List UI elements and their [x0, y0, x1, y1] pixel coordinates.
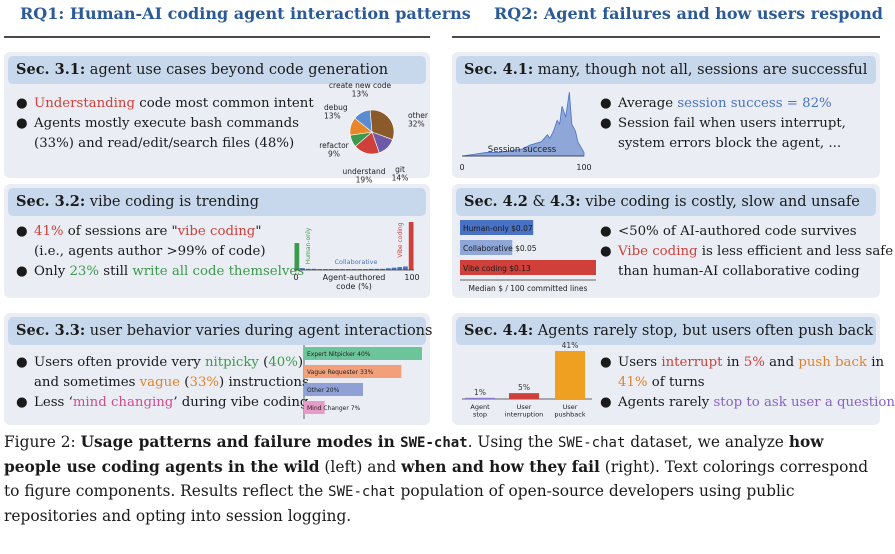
hist-bar: [294, 243, 300, 270]
hist-bar: [357, 269, 363, 270]
turn-bar-value: 5%: [518, 383, 530, 392]
hist-bar: [374, 268, 380, 270]
rq2-title: RQ2: Agent failures and how users respon…: [494, 4, 883, 23]
bullet-item: ● Agents mostly execute bash commands(33…: [16, 116, 299, 151]
x-axis-label: Session success: [488, 145, 557, 155]
hist-bar: [391, 267, 397, 270]
persona-bar-label: Other 20%: [307, 387, 340, 394]
hist-bar: [311, 268, 317, 270]
panel-sec-4-2-4-3: Sec. 4.2 & 4.3: vibe coding is costly, s…: [452, 184, 893, 298]
bullet-item: ● Less ‘mind changing’ during vibe codin…: [16, 395, 309, 410]
cost-bar: [460, 260, 596, 275]
persona-bar: [304, 401, 325, 414]
hist-bar: [340, 269, 345, 270]
persona-bar-label: Expert Nitpicker 40%: [307, 351, 371, 358]
hist-bar: [328, 269, 334, 270]
cost-bar-label: Vibe coding $0.13: [463, 264, 531, 273]
hist-bar: [368, 268, 374, 270]
pie-slice-debug: [349, 117, 373, 136]
x-tick-label: 100: [404, 273, 419, 282]
persona-bar: [304, 347, 422, 360]
cost-bar: [460, 240, 513, 255]
hist-bar: [397, 267, 403, 270]
panel-header: Sec. 3.3: user behavior varies during ag…: [8, 317, 432, 345]
hist-bar: [305, 268, 311, 270]
panel-header: Sec. 4.2 & 4.3: vibe coding is costly, s…: [456, 188, 876, 216]
rq1-rule: [4, 36, 430, 38]
cost-bar-label: Collaborative $0.05: [463, 244, 537, 253]
x-tick-label: 0: [293, 273, 298, 282]
bullet-item: ● Only 23% still write all code themselv…: [16, 264, 305, 279]
panel-header: Sec. 4.1: many, though not all, sessions…: [456, 56, 876, 84]
bullet-item: ● Average session success = 82%: [600, 96, 832, 111]
bullet-item: ● Users often provide very nitpicky (40%…: [16, 355, 309, 390]
panel-sec-3-2: Sec. 3.2: vibe coding is trending ● 41% …: [4, 184, 430, 298]
x-axis-label: Median $ / 100 committed lines: [469, 284, 588, 293]
panel-header: Sec. 4.4: Agents rarely stop, but users …: [456, 317, 876, 345]
bullet-item: ● Vibe coding is less efficient and less…: [600, 244, 894, 279]
hist-bar: [363, 269, 368, 270]
persona-bar: [304, 365, 402, 378]
cost-bar: [460, 220, 534, 235]
hist-bar: [403, 266, 408, 270]
x-tick-label: 100: [576, 163, 591, 172]
persona-bar-label: Mind Changer 7%: [307, 405, 361, 412]
session-success-density-chart: 0 100 Session success: [459, 91, 592, 172]
pie-slice-other: [369, 109, 395, 141]
rq1-title: RQ1: Human-AI coding agent interaction p…: [20, 4, 471, 23]
bullet-item: ● Understanding code most common intent: [16, 96, 314, 111]
persona-bar: [304, 383, 363, 396]
hist-bar: [300, 268, 305, 270]
rq2-rule: [452, 36, 880, 38]
panel-sec-3-1: Sec. 3.1: agent use cases beyond code ge…: [4, 52, 430, 185]
turn-bar: [555, 351, 585, 399]
panel-header: Sec. 3.1: agent use cases beyond code ge…: [8, 56, 426, 84]
panel-sec-4-4: Sec. 4.4: Agents rarely stop, but users …: [452, 313, 895, 425]
panel-header: Sec. 3.2: vibe coding is trending: [8, 188, 426, 216]
user-persona-bar-chart: Expert Nitpicker 40% Vague Requester 33% O…: [303, 345, 422, 419]
hist-bar: [380, 268, 385, 270]
turn-bar-value: 41%: [562, 341, 579, 350]
x-tick-label: 0: [459, 163, 464, 172]
bullet-item: ● Session fail when users interrupt,syst…: [600, 116, 846, 151]
annotation-vibe-coding: Vibe coding: [397, 222, 404, 257]
density-area: [461, 91, 585, 157]
bullet-item: ● 41% of sessions are "vibe coding"(i.e.…: [16, 224, 266, 259]
hist-bar: [385, 268, 391, 270]
cost-bar-label: Human-only $0.07: [463, 224, 533, 233]
panel-sec-3-3: Sec. 3.3: user behavior varies during ag…: [4, 313, 432, 425]
turn-bar-value: 1%: [474, 388, 486, 397]
hist-bar: [317, 269, 323, 270]
hist-bar: [345, 269, 351, 270]
hist-bar: [351, 269, 357, 270]
hist-bar: [334, 269, 340, 270]
annotation-human-only: Human-only: [305, 227, 312, 264]
bullet-item: ● Agents rarely stop to ask user a quest…: [600, 395, 895, 410]
turn-bar: [465, 397, 495, 399]
bullet-item: ● <50% of AI-authored code survives: [600, 224, 857, 239]
turn-bar: [509, 393, 539, 399]
figure-caption: Figure 2: Usage patterns and failure mod…: [4, 433, 869, 525]
persona-bar-label: Vague Requester 33%: [307, 369, 374, 376]
panel-sec-4-1: Sec. 4.1: many, though not all, sessions…: [452, 52, 880, 178]
hist-bar: [408, 222, 414, 270]
annotation-collaborative: Collaborative: [334, 258, 377, 266]
bullet-item: ● Users interrupt in 5% and push back in…: [600, 355, 885, 390]
hist-bar: [323, 269, 328, 270]
